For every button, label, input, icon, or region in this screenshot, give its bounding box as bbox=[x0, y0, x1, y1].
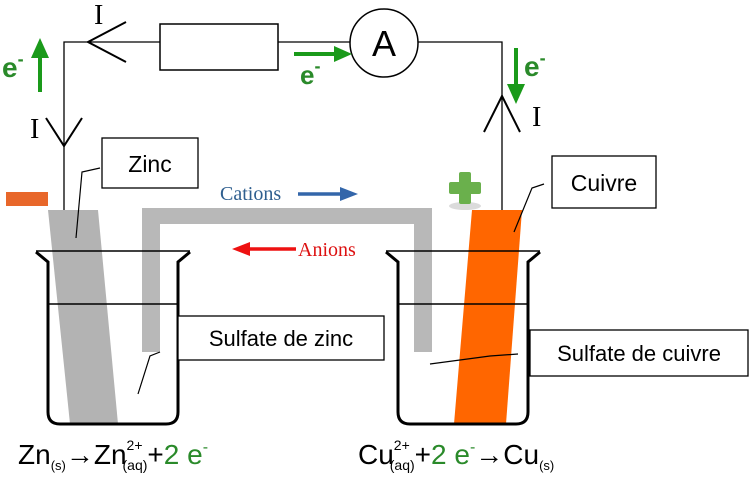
wire-right bbox=[418, 41, 503, 210]
sulfate-cuivre-label-box bbox=[529, 329, 749, 377]
current-arrow-right bbox=[483, 93, 521, 133]
sulfate-zinc-label-box bbox=[177, 315, 385, 361]
cations-arrow bbox=[298, 187, 358, 201]
electron-label-left: e- bbox=[2, 49, 24, 83]
wire-left bbox=[63, 41, 160, 210]
current-arrow-top bbox=[85, 21, 127, 63]
electron-arrow-top bbox=[294, 46, 352, 62]
salt-bridge bbox=[142, 208, 432, 352]
electron-arrow-right bbox=[507, 48, 525, 104]
copper-electrode bbox=[454, 210, 522, 424]
anions-label: Anions bbox=[298, 239, 356, 261]
sulfate-zinc-label: Sulfate de zinc bbox=[209, 326, 353, 351]
copper-half-equation: Cu2+(aq)+2 e-→Cu(s) bbox=[358, 437, 554, 473]
zinc-half-equation: Zn(s)→Zn2+(aq)+2 e- bbox=[18, 437, 208, 473]
circuit-wires bbox=[63, 41, 503, 210]
ammeter-label: A bbox=[372, 23, 396, 64]
minus-icon bbox=[6, 192, 48, 206]
current-label-top: I bbox=[94, 0, 103, 31]
resistor bbox=[159, 23, 279, 71]
cations-label: Cations bbox=[220, 183, 281, 205]
anions-arrow bbox=[232, 242, 296, 256]
zinc-label: Zinc bbox=[128, 151, 171, 177]
electron-arrow-left bbox=[31, 38, 49, 92]
zinc-label-box bbox=[101, 137, 199, 189]
beaker-right bbox=[385, 250, 541, 426]
cuivre-label: Cuivre bbox=[571, 170, 637, 196]
current-label-right: I bbox=[532, 102, 541, 133]
electron-label-right: e- bbox=[524, 48, 546, 82]
ammeter bbox=[349, 8, 419, 78]
cuivre-label-box bbox=[551, 155, 657, 209]
current-arrow-left bbox=[45, 117, 83, 148]
beaker-left bbox=[35, 250, 191, 426]
callout-pointers bbox=[75, 167, 545, 395]
electron-label-top: e- bbox=[300, 56, 320, 90]
current-label-left: I bbox=[30, 114, 39, 145]
plus-icon bbox=[449, 172, 481, 210]
zinc-electrode bbox=[48, 210, 118, 424]
sulfate-cuivre-label: Sulfate de cuivre bbox=[557, 341, 721, 366]
